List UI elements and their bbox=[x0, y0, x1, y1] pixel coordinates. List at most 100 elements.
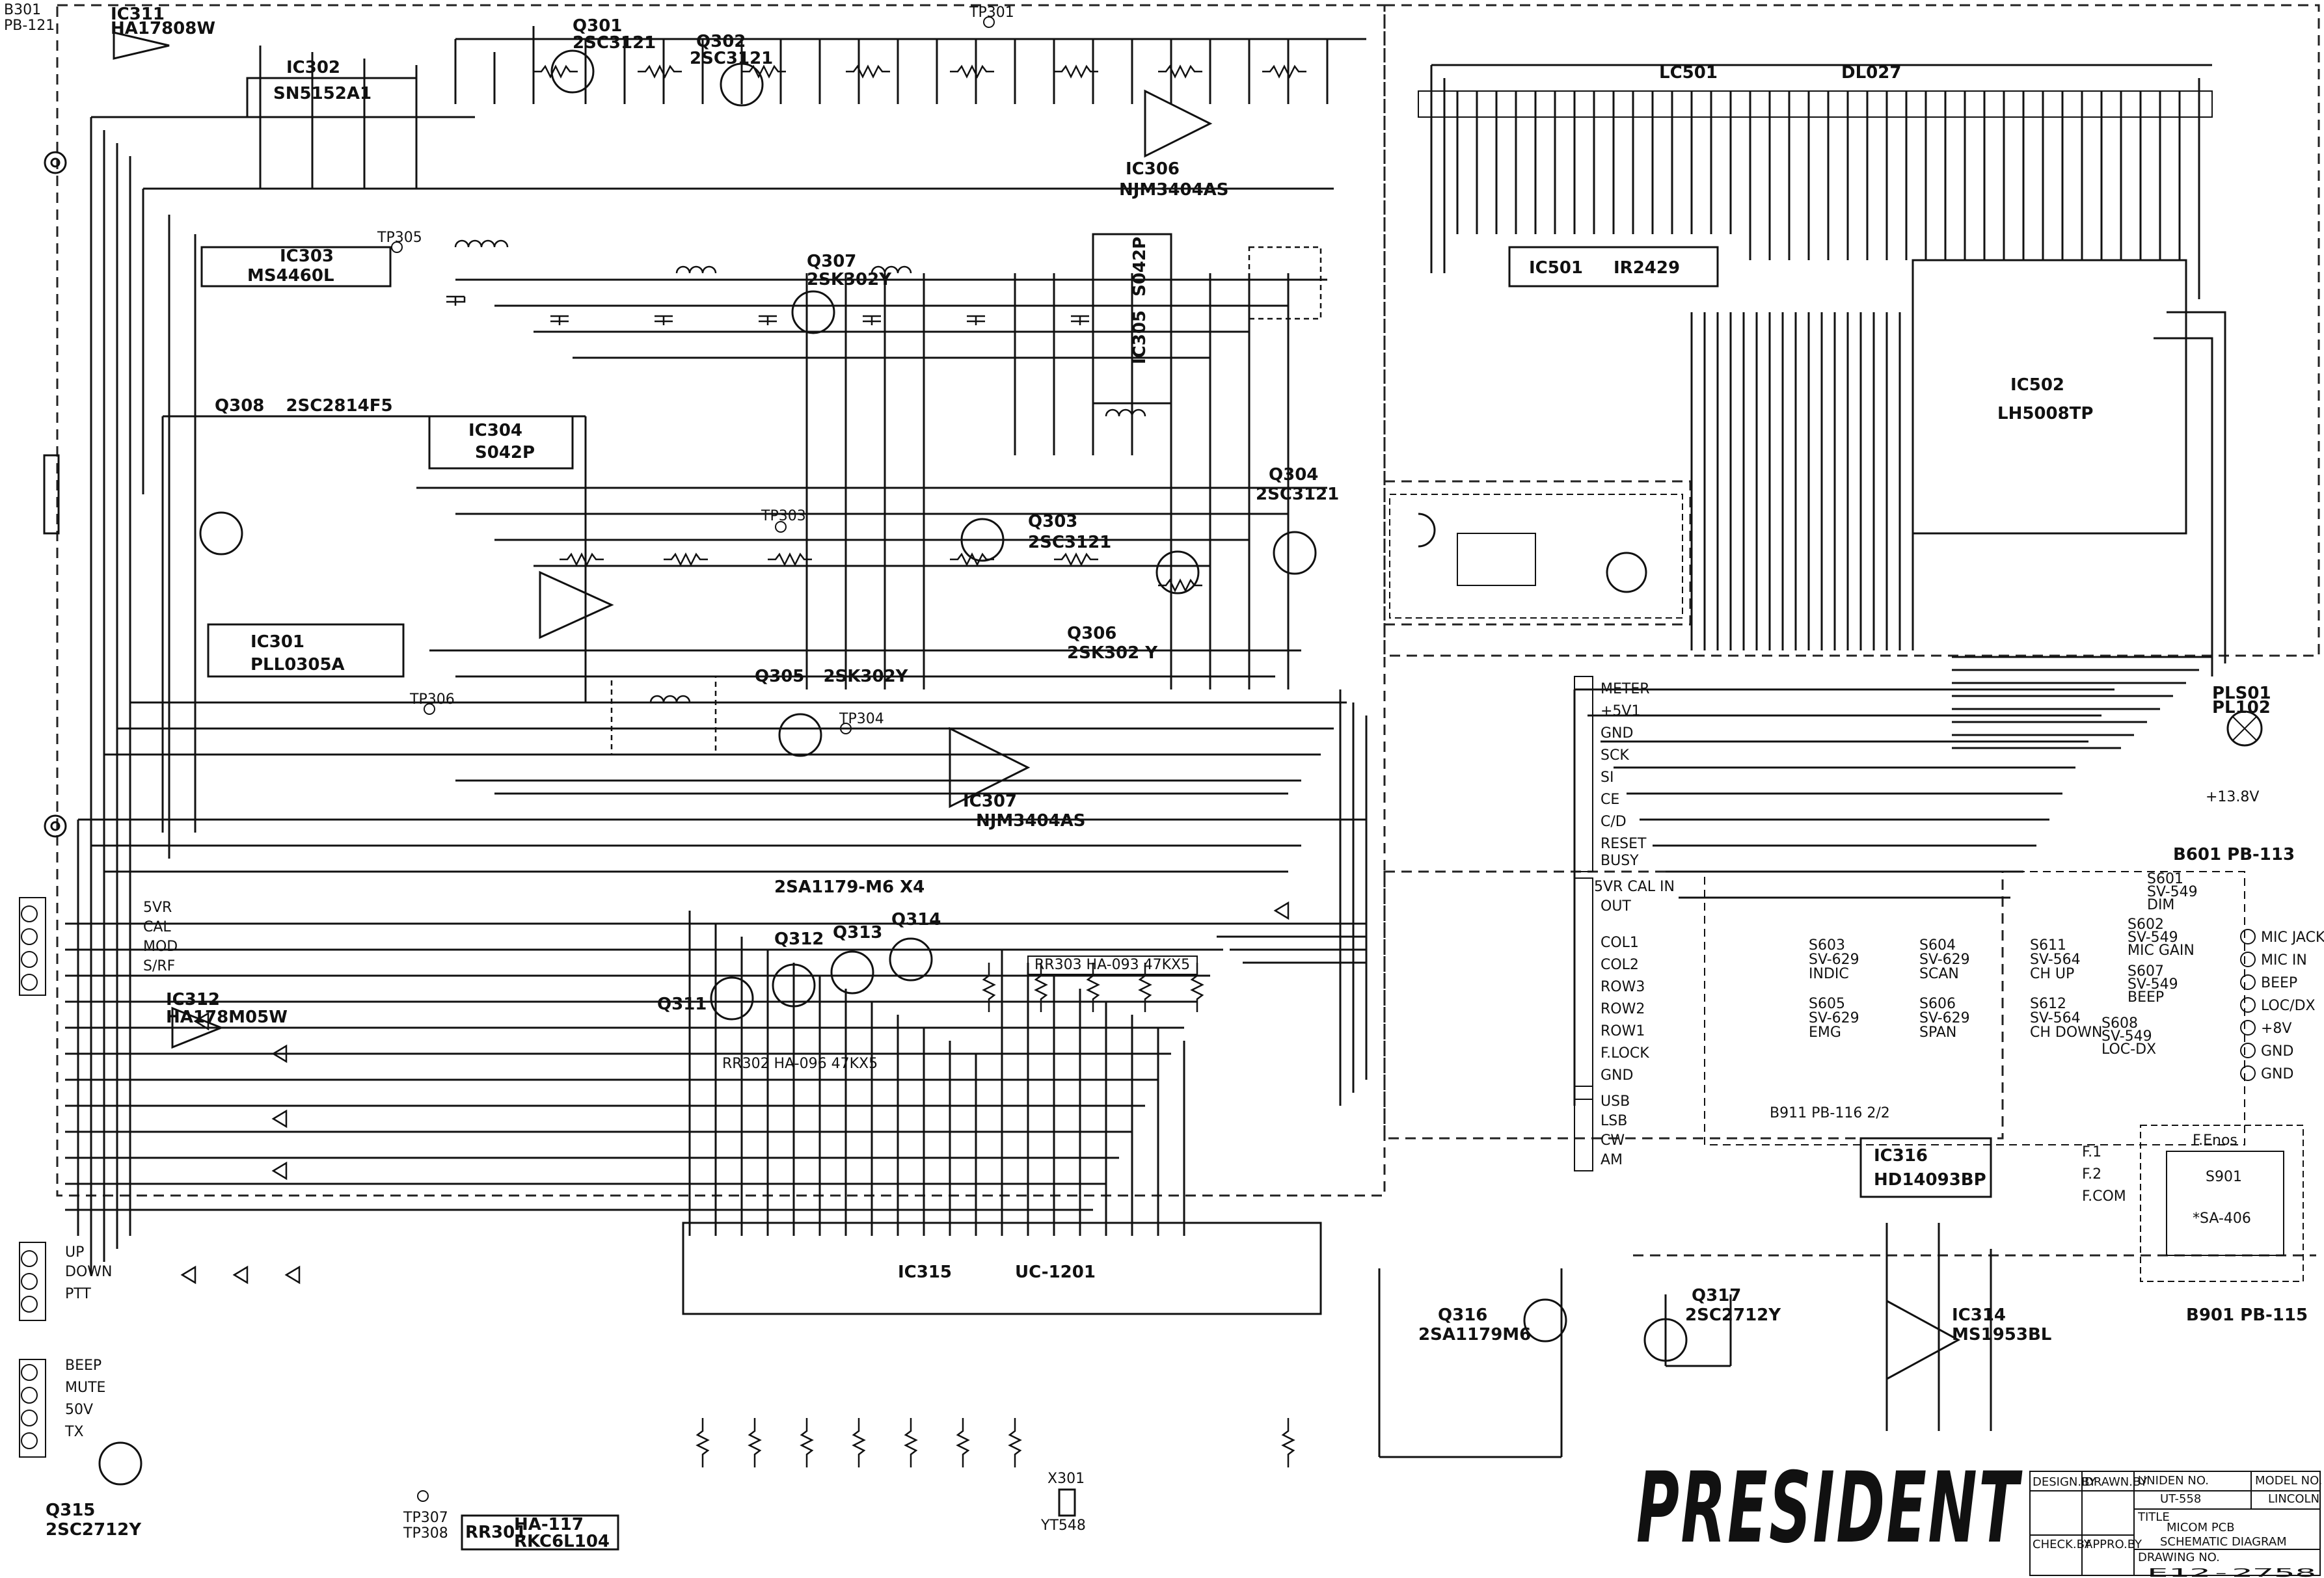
j305-pin-4: COL2 bbox=[1601, 957, 1639, 973]
lamp-supply: +13.8V bbox=[2206, 789, 2259, 805]
crystal-x301: X301 YT548 bbox=[1040, 1471, 1086, 1534]
s607-part: SV-549 bbox=[2128, 976, 2178, 993]
ic314-ref: IC314 bbox=[1952, 1305, 2006, 1325]
j301-pin-2: DOWN bbox=[65, 1264, 112, 1280]
tb-drawn-by: DRAWN.BY bbox=[2085, 1475, 2148, 1489]
q317-part: 2SC2712Y bbox=[1685, 1305, 1781, 1325]
q307-part: 2SK302Y bbox=[807, 270, 892, 289]
q311-group-label: 2SA1179-M6 X4 bbox=[774, 877, 925, 897]
j305-connector: 5VR CAL IN OUT COL1 COL2 ROW3 ROW2 ROW1 … bbox=[1574, 877, 1675, 1100]
tp303-label: TP303 bbox=[761, 508, 806, 524]
lamp-pls01: PLS01 PL102 +13.8V bbox=[2206, 684, 2271, 805]
j302-pin-4: TX bbox=[64, 1424, 84, 1440]
board-b911: B911 PB-116 2/2 bbox=[1770, 1105, 1890, 1121]
lamp-ref: PLS01 bbox=[2212, 684, 2271, 703]
q308-label: Q308 2SC2814F5 bbox=[215, 396, 393, 416]
j306-connector: USB LSB CW AM bbox=[1574, 1086, 1630, 1171]
ic502-part: LH5008TP bbox=[1997, 404, 2093, 423]
s606-ref: S606 bbox=[1919, 996, 1956, 1012]
s601-func: DIM bbox=[2147, 897, 2174, 913]
s603-func: INDIC bbox=[1809, 966, 1849, 982]
s612-ref: S612 bbox=[2030, 996, 2066, 1012]
ic305-part: S042P bbox=[1130, 237, 1150, 297]
lamp-part: PL102 bbox=[2212, 698, 2271, 717]
j301-connector: UP DOWN PTT bbox=[19, 1242, 112, 1321]
transistor-symbols bbox=[98, 49, 1688, 1486]
j307-pin-1: F.1 bbox=[2082, 1144, 2101, 1160]
j303-pin-1: 5VR bbox=[143, 900, 172, 916]
rc-4: LOC/DX bbox=[2261, 998, 2316, 1014]
q315-ref: Q315 bbox=[46, 1501, 95, 1520]
ic311-ref: IC311 bbox=[111, 5, 165, 24]
lcd-part: DL027 bbox=[1841, 63, 1901, 83]
ic304: IC304 S042P bbox=[428, 415, 574, 470]
tb-model-no: MODEL NO. bbox=[2255, 1474, 2322, 1488]
s604-ref: S604 bbox=[1919, 937, 1956, 954]
q317-ref: Q317 bbox=[1692, 1286, 1741, 1305]
j301-pin-3: PTT bbox=[65, 1286, 91, 1302]
q305-label: Q305 2SK302Y bbox=[755, 667, 909, 686]
lcd-ref: LC501 bbox=[1659, 63, 1718, 83]
s602-func: MIC GAIN bbox=[2128, 943, 2195, 959]
filter-ref: F.Enos bbox=[2193, 1132, 2237, 1149]
rr301-part2: RKC6L104 bbox=[514, 1532, 610, 1551]
s608-func: LOC-DX bbox=[2101, 1041, 2156, 1058]
j305-pin-3: COL1 bbox=[1601, 935, 1639, 951]
q303-ref: Q303 bbox=[1028, 512, 1077, 531]
s603-ref: S603 bbox=[1809, 937, 1845, 954]
j307-pin-3: F.COM bbox=[2082, 1188, 2126, 1205]
ic312-ref: IC312 bbox=[166, 990, 220, 1010]
passive-components bbox=[446, 64, 1306, 1467]
q314-ref: Q314 bbox=[891, 910, 941, 929]
q316-part: 2SA1179M6 bbox=[1418, 1325, 1531, 1344]
ic307-ref: IC307 bbox=[963, 792, 1017, 811]
s608-part: SV-549 bbox=[2101, 1028, 2152, 1045]
opamp-half bbox=[539, 570, 614, 639]
q301-part: 2SC3121 bbox=[573, 33, 656, 53]
ic303-ref: IC303 bbox=[280, 247, 334, 266]
j307-connector: F.1 F.2 F.COM F.Enos S901 *SA-406 bbox=[2082, 1125, 2304, 1282]
q306-part: 2SK302 Y bbox=[1067, 643, 1158, 663]
s604-func: SCAN bbox=[1919, 966, 1959, 982]
q315-part: 2SC2712Y bbox=[46, 1520, 142, 1540]
j304-pin-3: GND bbox=[1601, 725, 1633, 742]
tb-drawing-no: DRAWING NO. bbox=[2138, 1551, 2220, 1564]
rc-2: MIC IN bbox=[2261, 952, 2307, 969]
ic502-ref: IC502 bbox=[2010, 375, 2064, 395]
inductors bbox=[454, 239, 1322, 756]
ic316-part: HD14093BP bbox=[1874, 1170, 1986, 1190]
rc-3: BEEP bbox=[2261, 975, 2297, 991]
tp305-label: TP305 bbox=[377, 230, 422, 246]
s607-ref: S607 bbox=[2128, 963, 2164, 980]
s612-func: CH DOWN bbox=[2030, 1024, 2102, 1041]
q305-ref: Q305 bbox=[755, 667, 804, 686]
ic314-part: MS1953BL bbox=[1952, 1325, 2051, 1344]
lcd-header: LC501 DL027 bbox=[1418, 63, 2213, 118]
q308-ref: Q308 bbox=[215, 396, 264, 416]
j304-pin-5: SI bbox=[1601, 769, 1614, 786]
j305-pin-9: GND bbox=[1601, 1067, 1633, 1084]
rc-5: +8V bbox=[2261, 1021, 2291, 1037]
j305-pin-5: ROW3 bbox=[1601, 979, 1645, 995]
j303-pin-3: MOD bbox=[143, 939, 178, 955]
s605-ref: S605 bbox=[1809, 996, 1845, 1012]
title-block: DESIGN.BY DRAWN.BY UNIDEN NO. UT-558 MOD… bbox=[2029, 1471, 2322, 1578]
filter-value: *SA-406 bbox=[2193, 1210, 2251, 1227]
pc511-block bbox=[1389, 494, 1683, 619]
ic303: IC303 MS4460L bbox=[200, 246, 392, 288]
rr301-part1: HA-117 bbox=[514, 1515, 584, 1534]
s612-part: SV-564 bbox=[2030, 1010, 2081, 1026]
rc-6: GND bbox=[2261, 1043, 2293, 1060]
test-points: TP301 TP305 TP303 TP306 TP304 TP307 TP30… bbox=[377, 5, 1014, 1542]
q308-part: 2SC2814F5 bbox=[286, 396, 392, 416]
ic306-part: NJM3404AS bbox=[1119, 180, 1229, 200]
j305-pin-6: ROW2 bbox=[1601, 1001, 1645, 1017]
ic312-part: HA178M05W bbox=[166, 1008, 288, 1027]
s611-ref: S611 bbox=[2030, 937, 2066, 954]
